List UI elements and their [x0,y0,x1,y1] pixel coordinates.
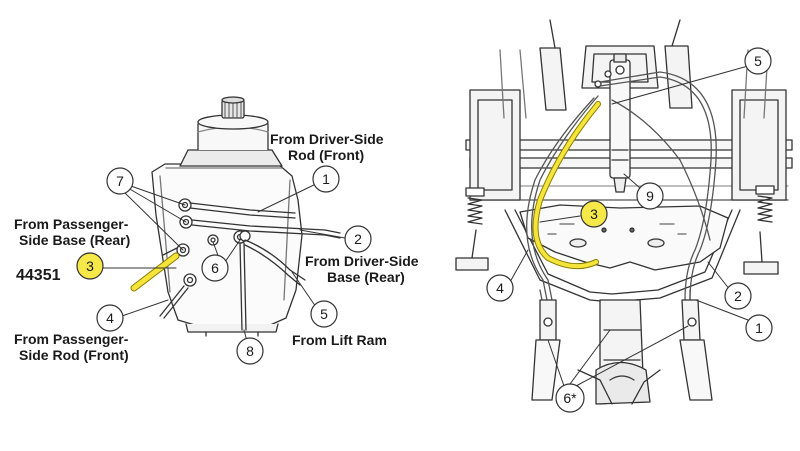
svg-text:9: 9 [646,188,654,204]
callout-left-7: 7 [106,167,134,195]
label-from-driver-side-base: From Driver-Side Base (Rear) [305,253,419,285]
svg-text:3: 3 [590,206,598,222]
label-from-passenger-side-base: From Passenger- Side Base (Rear) [14,216,131,248]
highlighted-hose-3-left [130,252,180,292]
callout-right-3: 3 [580,200,608,228]
svg-text:6*: 6* [563,390,577,406]
callout-left-1: 1 [312,165,340,193]
left-spring [465,187,485,225]
svg-text:4: 4 [106,310,114,326]
callout-left-2: 2 [344,225,372,253]
left-hoses [159,202,341,331]
callout-right-9: 9 [636,182,664,210]
svg-text:2: 2 [354,231,362,247]
callout-right-1: 1 [745,314,773,342]
callout-right-5: 5 [744,47,772,75]
svg-text:1: 1 [322,171,330,187]
right-spring [755,185,775,223]
label-from-driver-side-rod: From Driver-Side Rod (Front) [270,131,384,163]
svg-text:7: 7 [116,173,124,189]
label-from-passenger-side-rod: From Passenger- Side Rod (Front) [14,331,129,363]
callout-right-6: 6* [555,383,585,413]
callout-right-2: 2 [724,282,752,310]
svg-text:3: 3 [86,258,94,274]
bottom-cylinders [531,299,713,401]
svg-text:6: 6 [211,260,219,276]
svg-text:4: 4 [496,280,504,296]
lift-ram [594,53,631,193]
svg-text:5: 5 [320,306,328,322]
svg-text:5: 5 [754,53,762,69]
highlighted-hose-3-right [532,101,601,270]
callout-left-8: 8 [236,337,264,365]
callout-right-4: 4 [486,274,514,302]
svg-text:8: 8 [246,343,254,359]
callout-left-4: 4 [96,304,124,332]
svg-text:1: 1 [755,320,763,336]
svg-text:2: 2 [734,288,742,304]
callout-left-5: 5 [310,300,338,328]
label-from-lift-ram: From Lift Ram [292,332,387,348]
callout-left-3: 3 [76,252,104,280]
right-leader-lines [509,65,749,387]
callout-left-6: 6 [201,254,229,282]
part-number: 44351 [16,267,61,284]
